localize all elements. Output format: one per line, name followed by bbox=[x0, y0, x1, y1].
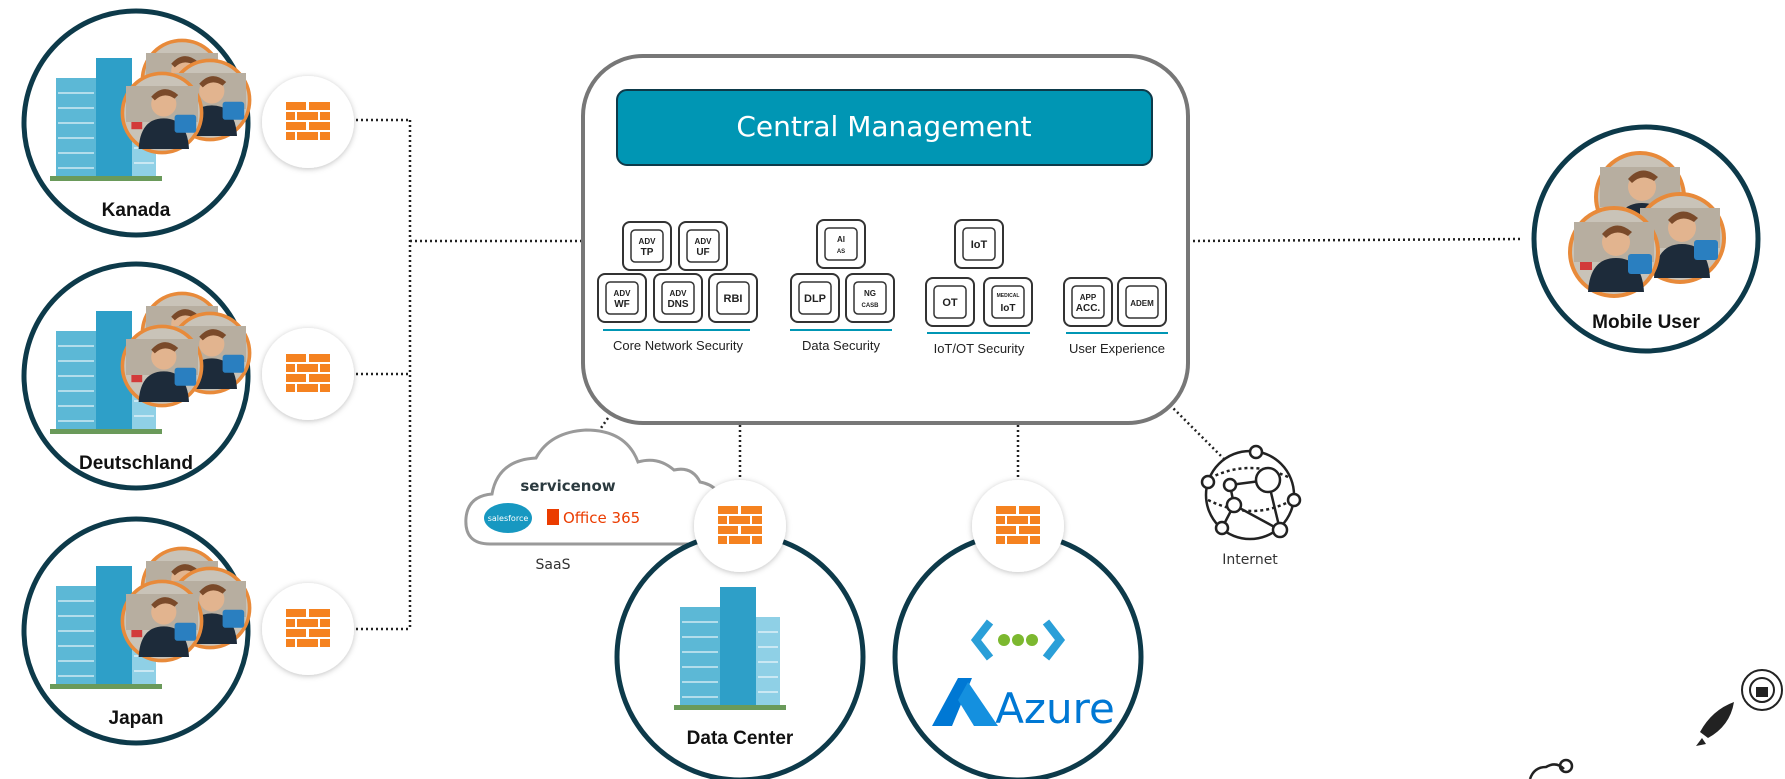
module-tile[interactable]: RBI bbox=[708, 273, 758, 323]
rocket-icon bbox=[1696, 702, 1734, 746]
module-label: UF bbox=[696, 247, 709, 258]
module-tile[interactable]: NG CASB bbox=[845, 273, 895, 323]
svg-text:salesforce: salesforce bbox=[488, 514, 529, 523]
module-tile[interactable]: AI AS bbox=[816, 219, 866, 269]
module-label: ADV bbox=[614, 289, 632, 298]
azure[interactable]: Azure bbox=[892, 480, 1144, 779]
module-label: AI bbox=[837, 235, 845, 244]
module-label: WF bbox=[614, 299, 630, 310]
svg-text:Office 365: Office 365 bbox=[563, 509, 640, 527]
user-icon bbox=[120, 71, 204, 155]
central-management-title: Central Management bbox=[736, 110, 1031, 143]
data-center-label: Data Center bbox=[687, 728, 794, 749]
firewall-japan bbox=[262, 583, 354, 675]
central-management-header[interactable]: Central Management bbox=[616, 89, 1153, 166]
user-icon bbox=[120, 579, 204, 663]
group-label-core-network-security: Core Network Security bbox=[613, 338, 744, 353]
module-tile[interactable]: OT bbox=[925, 277, 975, 327]
group-label-data-security: Data Security bbox=[802, 338, 881, 353]
saas-label: SaaS bbox=[536, 557, 571, 573]
module-label: ACC. bbox=[1076, 303, 1101, 314]
module-label: AS bbox=[837, 249, 845, 255]
site-kanada[interactable]: Kanada bbox=[21, 8, 252, 238]
module-label: ADEM bbox=[1130, 299, 1154, 308]
site-label: Deutschland bbox=[79, 453, 193, 474]
azure-label: Azure bbox=[995, 684, 1115, 733]
module-label: APP bbox=[1080, 293, 1097, 302]
module-label: MEDICAL bbox=[997, 293, 1020, 299]
security-orbit-icon bbox=[1741, 669, 1783, 711]
module-tile[interactable]: ADEM bbox=[1117, 277, 1167, 327]
brain-icon bbox=[1528, 758, 1574, 779]
data-center[interactable]: Data Center bbox=[614, 480, 866, 779]
module-label: TP bbox=[641, 247, 654, 258]
module-label: DLP bbox=[804, 293, 826, 305]
firewall-icon bbox=[284, 352, 332, 396]
module-label: IoT bbox=[971, 239, 988, 251]
module-label: NG bbox=[864, 289, 876, 298]
internet-label: Internet bbox=[1222, 552, 1278, 568]
azure-logo-icon bbox=[932, 678, 998, 726]
module-label: ADV bbox=[639, 237, 657, 246]
module-label: ADV bbox=[695, 237, 713, 246]
firewall-icon bbox=[716, 504, 764, 548]
firewall-kanada bbox=[262, 76, 354, 168]
mobile-user[interactable]: Mobile User bbox=[1531, 124, 1761, 354]
firewall-icon bbox=[284, 100, 332, 144]
firewall-icon bbox=[284, 607, 332, 651]
module-tile[interactable]: DLP bbox=[790, 273, 840, 323]
servicenow-logo: servicenow bbox=[520, 477, 615, 495]
site-japan[interactable]: Japan bbox=[21, 516, 252, 746]
module-tile[interactable]: IoT bbox=[954, 219, 1004, 269]
internet[interactable]: Internet bbox=[1200, 444, 1302, 568]
salesforce-logo: salesforce bbox=[484, 503, 532, 533]
module-label: IoT bbox=[1001, 303, 1016, 314]
module-tile[interactable]: MEDICAL IoT bbox=[983, 277, 1033, 327]
user-icon bbox=[120, 324, 204, 408]
user-icon bbox=[1568, 206, 1660, 298]
group-label-user-experience: User Experience bbox=[1069, 341, 1165, 356]
module-label: OT bbox=[942, 297, 958, 309]
module-label: CASB bbox=[861, 303, 879, 309]
central-management-panel: Central Management ADVTPADVUFADVWFADVDNS… bbox=[581, 54, 1190, 425]
site-label: Japan bbox=[109, 708, 164, 729]
module-label: RBI bbox=[724, 293, 743, 305]
module-label: DNS bbox=[667, 299, 688, 310]
azure-vnet-icon bbox=[970, 619, 1066, 661]
firewall-deutschland bbox=[262, 328, 354, 420]
office365-logo: Office 365 bbox=[547, 509, 640, 527]
site-label: Kanada bbox=[102, 200, 171, 221]
site-deutschland[interactable]: Deutschland bbox=[21, 261, 252, 491]
module-label: ADV bbox=[670, 289, 688, 298]
firewall-icon bbox=[994, 504, 1042, 548]
group-label-iot-ot-security: IoT/OT Security bbox=[934, 341, 1025, 356]
mobile-user-label: Mobile User bbox=[1592, 312, 1700, 333]
